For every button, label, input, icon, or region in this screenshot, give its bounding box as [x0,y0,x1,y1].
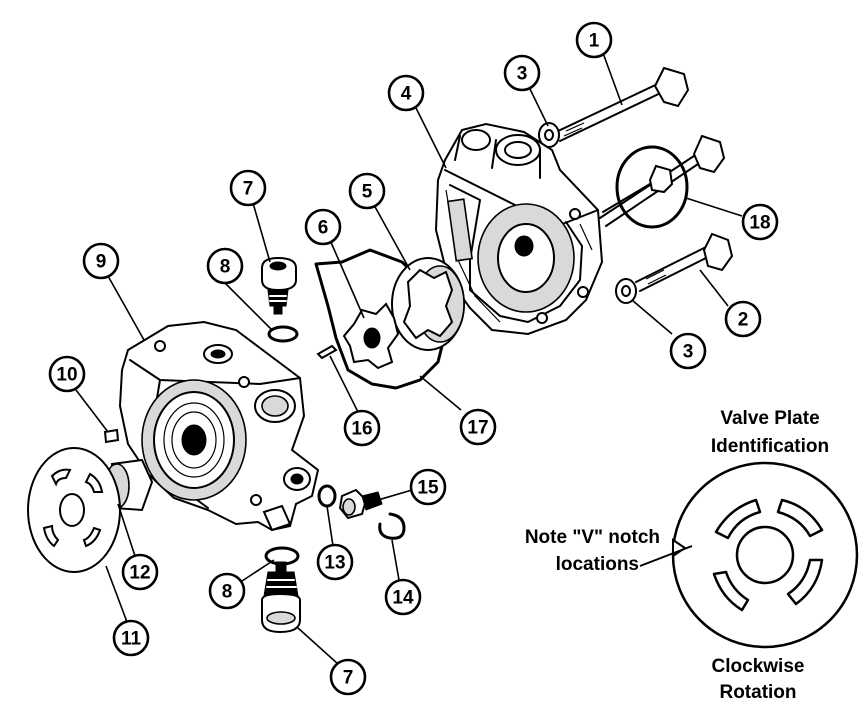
gear-ring-5 [391,257,465,351]
valve-plate-inset [584,424,859,649]
callout-8-top: 8 [206,247,244,285]
callout-8-bottom: 8 [208,572,246,610]
callout-4: 4 [387,74,425,112]
bolt-2 [635,232,734,292]
callout-18: 18 [741,203,779,241]
inset-title-line1: Valve Plate [720,408,819,429]
svg-text:7: 7 [243,179,254,200]
callout-3-lower: 3 [669,332,707,370]
svg-text:17: 17 [467,418,488,439]
housing-4 [434,122,604,336]
svg-text:12: 12 [129,563,150,584]
callout-10: 10 [48,355,86,393]
inset-note-line2: locations [556,554,639,575]
svg-text:9: 9 [96,252,107,273]
bolt-1 [555,66,690,142]
svg-text:11: 11 [121,629,142,650]
relief-valve-top [261,256,297,315]
o-ring-18 [615,145,689,229]
pin-16 [316,344,338,360]
bolt-upper [599,134,726,227]
callout-15: 15 [409,468,447,506]
callout-12: 12 [121,553,159,591]
inset-note-line1: Note "V" notch [525,527,660,548]
svg-text:1: 1 [589,31,600,52]
gasket-17 [314,248,448,390]
callout-16: 16 [343,409,381,447]
callout-13: 13 [316,543,354,581]
leader-lines [75,52,743,665]
bolt-middle [602,164,674,213]
svg-text:16: 16 [351,419,372,440]
inset-rotation-line1: Clockwise [712,656,805,677]
inset-rotation-line2: Rotation [719,682,796,703]
cover-9 [118,320,320,532]
washer-upper [538,122,560,148]
o-ring-13 [317,484,337,508]
snap-ring-14 [378,512,406,540]
svg-text:15: 15 [417,478,439,499]
svg-text:3: 3 [683,342,694,363]
svg-text:5: 5 [362,182,373,203]
relief-valve-bottom [261,561,301,634]
svg-text:13: 13 [324,553,345,574]
svg-text:7: 7 [343,668,354,689]
callout-14: 14 [384,578,422,616]
callout-11: 11 [112,619,150,657]
svg-text:2: 2 [738,310,749,331]
callout-7-bottom: 7 [329,658,367,696]
callout-1: 1 [575,21,613,59]
svg-text:6: 6 [318,218,329,239]
svg-text:18: 18 [749,213,770,234]
inset-title-line2: Identification [711,436,829,457]
svg-text:14: 14 [392,588,414,609]
washer-lower [615,278,637,304]
pin-10 [103,428,120,444]
callout-2: 2 [724,300,762,338]
o-ring-8-top [267,325,299,343]
note-leader [639,545,693,567]
svg-text:3: 3 [517,64,528,85]
callout-7-top: 7 [229,169,267,207]
callout-6: 6 [304,208,342,246]
check-valve-15 [338,488,383,520]
callout-9: 9 [82,242,120,280]
svg-text:8: 8 [220,257,231,278]
svg-text:4: 4 [401,84,412,105]
svg-text:10: 10 [56,365,77,386]
valve-plate-11 [27,447,121,573]
gear-6 [342,302,400,370]
svg-text:8: 8 [222,582,233,603]
callout-3-upper: 3 [503,54,541,92]
callout-5: 5 [348,172,386,210]
callout-17: 17 [459,408,497,446]
